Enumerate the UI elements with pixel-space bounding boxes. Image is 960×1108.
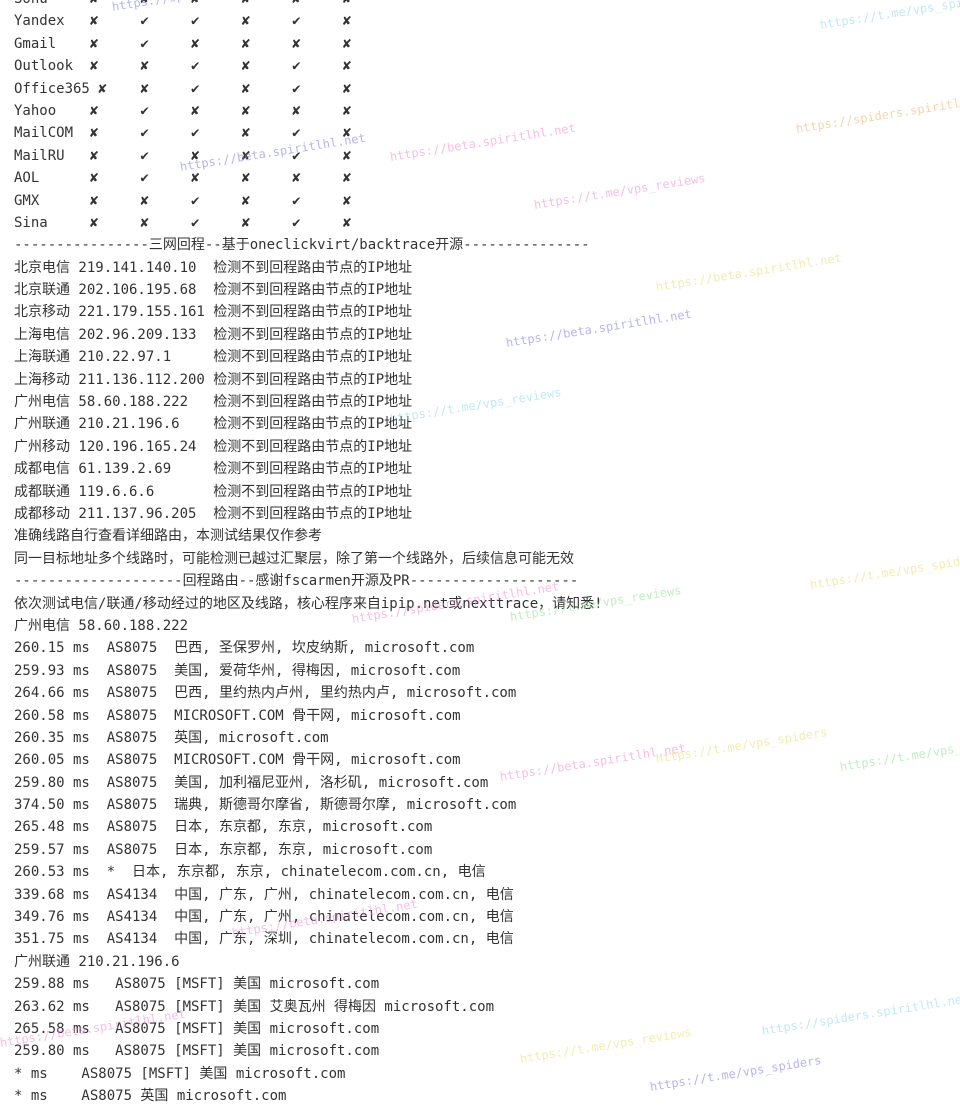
terminal-line: 260.58 ms AS8075 MICROSOFT.COM 骨干网, micr… xyxy=(14,707,461,724)
terminal-line: Gmail ✘ ✔ ✘ ✘ ✘ ✘ xyxy=(14,35,352,52)
terminal-line: 北京联通 202.106.195.68 检测不到回程路由节点的IP地址 xyxy=(14,282,413,299)
terminal-line: GMX ✘ ✘ ✔ ✘ ✔ ✘ xyxy=(14,192,352,209)
terminal-line: 260.53 ms * 日本, 东京都, 东京, chinatelecom.co… xyxy=(14,864,486,881)
terminal-line: 准确线路自行查看详细路由，本测试结果仅作参考 xyxy=(14,528,322,545)
terminal-line: 上海电信 202.96.209.133 检测不到回程路由节点的IP地址 xyxy=(14,326,413,343)
terminal-line: 上海移动 211.136.112.200 检测不到回程路由节点的IP地址 xyxy=(14,371,413,388)
terminal-line: Yandex ✘ ✔ ✔ ✘ ✔ ✘ xyxy=(14,13,352,30)
terminal-line: 依次测试电信/联通/移动经过的地区及线路，核心程序来自ipip.net或next… xyxy=(14,595,603,612)
terminal-line: * ms AS8075 [MSFT] 美国 microsoft.com xyxy=(14,1065,346,1082)
terminal-line: 374.50 ms AS8075 瑞典, 斯德哥尔摩省, 斯德哥尔摩, micr… xyxy=(14,797,517,814)
terminal-line: 北京移动 221.179.155.161 检测不到回程路由节点的IP地址 xyxy=(14,304,413,321)
terminal-line: 广州联通 210.21.196.6 xyxy=(14,953,180,970)
terminal-line: 广州联通 210.21.196.6 检测不到回程路由节点的IP地址 xyxy=(14,416,413,433)
terminal-line: ----------------三网回程--基于oneclickvirt/bac… xyxy=(14,237,590,254)
terminal-line: 259.57 ms AS8075 日本, 东京都, 东京, microsoft.… xyxy=(14,841,433,858)
terminal-line: --------------------回程路由--感谢fscarmen开源及P… xyxy=(14,573,579,590)
terminal-line: 260.35 ms AS8075 英国, microsoft.com xyxy=(14,729,329,746)
terminal-line: 成都移动 211.137.96.205 检测不到回程路由节点的IP地址 xyxy=(14,505,413,522)
terminal-line: Sohu ✘ ✘ ✘ ✘ ✘ ✘ xyxy=(14,0,954,10)
terminal-line: 260.15 ms AS8075 巴西, 圣保罗州, 坎皮纳斯, microso… xyxy=(14,640,475,657)
terminal-line: Yahoo ✘ ✔ ✘ ✘ ✘ ✘ xyxy=(14,102,352,119)
terminal-line: 上海联通 210.22.97.1 检测不到回程路由节点的IP地址 xyxy=(14,349,413,366)
terminal-line: 265.58 ms AS8075 [MSFT] 美国 microsoft.com xyxy=(14,1020,380,1037)
terminal-line: 351.75 ms AS4134 中国, 广东, 深圳, chinateleco… xyxy=(14,931,514,948)
terminal-line: 成都联通 119.6.6.6 检测不到回程路由节点的IP地址 xyxy=(14,483,413,500)
terminal-line: 广州电信 58.60.188.222 xyxy=(14,617,189,634)
terminal-line: Outlook ✘ ✘ ✔ ✘ ✔ ✘ xyxy=(14,58,352,75)
terminal-line: 349.76 ms AS4134 中国, 广东, 广州, chinateleco… xyxy=(14,909,514,926)
terminal-line: * ms AS8075 英国 microsoft.com xyxy=(14,1088,287,1105)
terminal-line: MailRU ✘ ✔ ✘ ✘ ✔ ✘ xyxy=(14,147,352,164)
terminal-line: 265.48 ms AS8075 日本, 东京都, 东京, microsoft.… xyxy=(14,819,433,836)
terminal-line: Office365 ✘ ✘ ✔ ✘ ✔ ✘ xyxy=(14,80,352,97)
terminal-line: 广州电信 58.60.188.222 检测不到回程路由节点的IP地址 xyxy=(14,394,413,411)
terminal-line: AOL ✘ ✔ ✘ ✘ ✘ ✘ xyxy=(14,170,352,187)
terminal-line: 同一目标地址多个线路时，可能检测已越过汇聚层，除了第一个线路外，后续信息可能无效 xyxy=(14,550,574,567)
terminal-line: 广州移动 120.196.165.24 检测不到回程路由节点的IP地址 xyxy=(14,438,413,455)
terminal-line: 259.93 ms AS8075 美国, 爱荷华州, 得梅因, microsof… xyxy=(14,662,461,679)
terminal-line: 北京电信 219.141.140.10 检测不到回程路由节点的IP地址 xyxy=(14,259,413,276)
terminal-line: 339.68 ms AS4134 中国, 广东, 广州, chinateleco… xyxy=(14,886,514,903)
terminal-output: Sohu ✘ ✘ ✘ ✘ ✘ ✘ Yandex ✘ ✔ ✔ ✘ ✔ ✘ Gmail … xyxy=(14,0,954,1108)
terminal-line: 259.88 ms AS8075 [MSFT] 美国 microsoft.com xyxy=(14,976,380,993)
terminal-line: 263.62 ms AS8075 [MSFT] 美国 艾奥瓦州 得梅因 micr… xyxy=(14,998,495,1015)
terminal-line: 259.80 ms AS8075 [MSFT] 美国 microsoft.com xyxy=(14,1043,380,1060)
terminal-line: 成都电信 61.139.2.69 检测不到回程路由节点的IP地址 xyxy=(14,461,413,478)
terminal-line: 259.80 ms AS8075 美国, 加利福尼亚州, 洛杉矶, micros… xyxy=(14,774,489,791)
terminal-line: 260.05 ms AS8075 MICROSOFT.COM 骨干网, micr… xyxy=(14,752,461,769)
terminal-line: Sina ✘ ✘ ✔ ✘ ✔ ✘ xyxy=(14,214,352,231)
terminal-line: MailCOM ✘ ✔ ✔ ✘ ✔ ✘ xyxy=(14,125,352,142)
terminal-line: 264.66 ms AS8075 巴西, 里约热内卢州, 里约热内卢, micr… xyxy=(14,685,517,702)
